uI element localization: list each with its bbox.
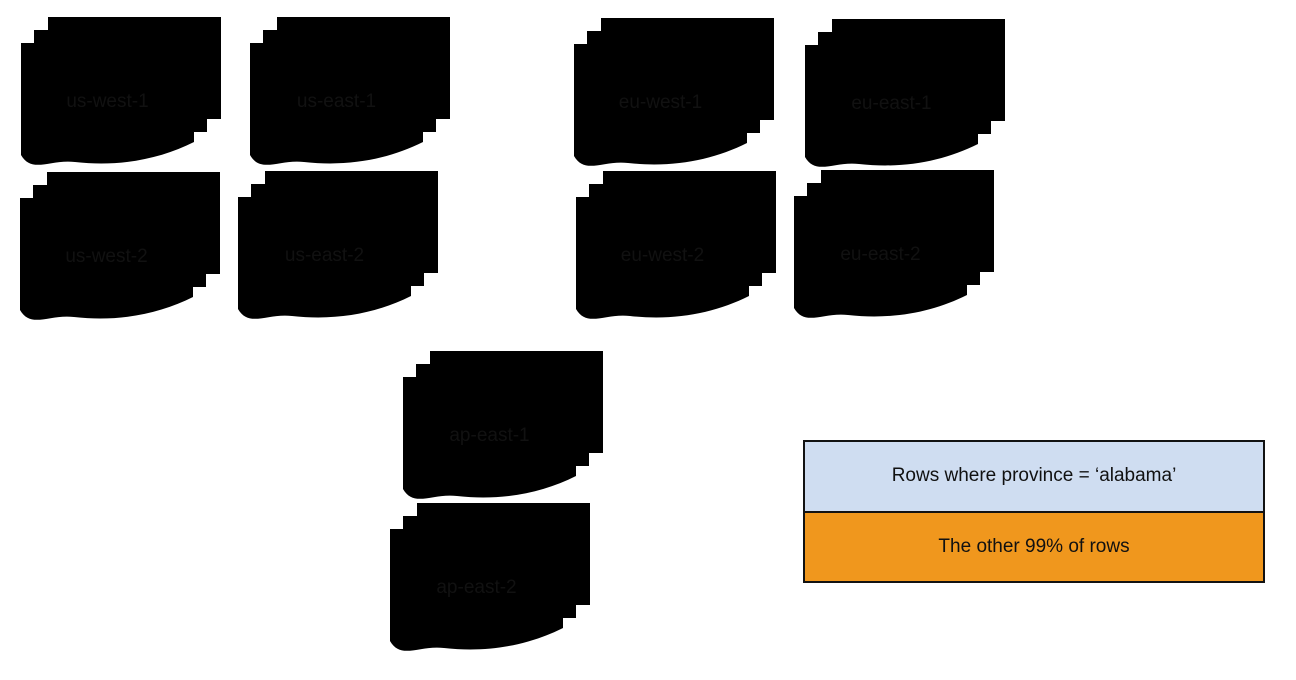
region-label: ap-east-1 [449,425,530,446]
region-stack-us-east-1: us-east-1 [249,16,452,174]
region-stack-eu-west-1: eu-west-1 [573,17,776,175]
legend-item-label: Rows where province = ‘alabama’ [891,465,1177,487]
region-stack-us-east-2: us-east-2 [237,170,440,328]
region-stack-ap-east-1: ap-east-1 [402,350,605,508]
legend-item-label: The other 99% of rows [938,535,1130,557]
region-label: us-west-1 [66,91,149,112]
region-label: us-west-2 [65,246,148,267]
legend: Rows where province = ‘alabama’ The othe… [803,440,1265,583]
region-stack-eu-east-1: eu-east-1 [804,18,1007,176]
region-stack-us-west-2: us-west-2 [19,171,222,329]
region-stack-eu-west-2: eu-west-2 [575,170,778,328]
region-label: eu-west-1 [618,92,703,113]
region-label: ap-east-2 [436,577,517,598]
region-label: eu-west-2 [620,245,705,266]
region-stack-eu-east-2: eu-east-2 [793,169,996,327]
region-label: us-east-1 [296,91,377,112]
region-stack-us-west-1: us-west-1 [20,16,223,174]
region-label: eu-east-1 [851,93,932,114]
region-label: eu-east-2 [840,244,921,265]
legend-item-alabama-rows: Rows where province = ‘alabama’ [805,442,1263,513]
legend-item-other-rows: The other 99% of rows [805,512,1263,581]
region-label: us-east-2 [284,245,365,266]
region-stack-ap-east-2: ap-east-2 [389,502,592,660]
